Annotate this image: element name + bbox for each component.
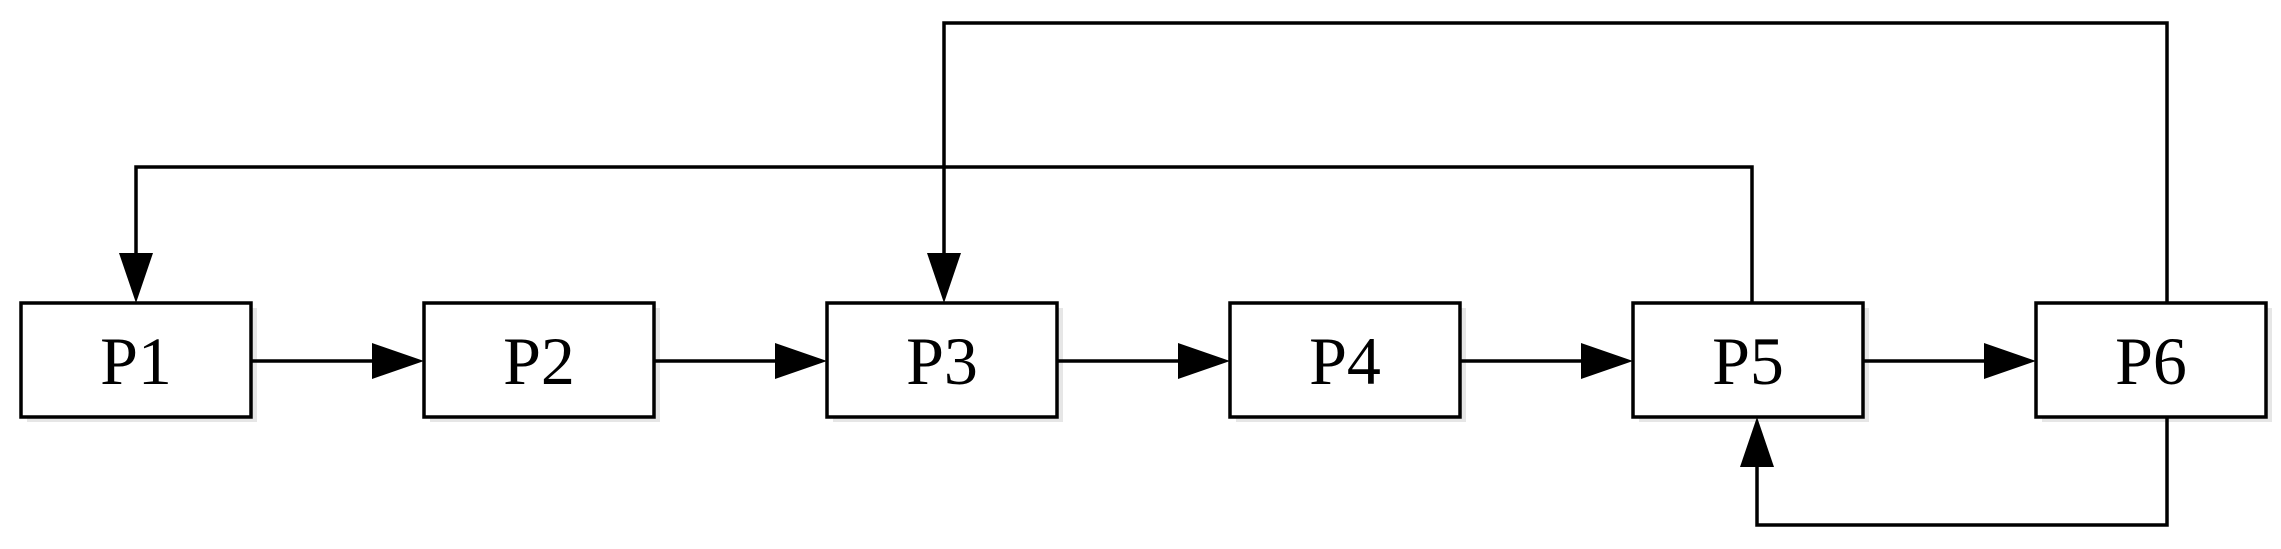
- node-p3-label: P3: [906, 323, 978, 399]
- arrowhead-right-icon: [1984, 343, 2036, 379]
- node-p2-label: P2: [503, 323, 575, 399]
- arrowhead-up-icon: [1740, 417, 1774, 467]
- node-p5-label: P5: [1712, 323, 1784, 399]
- node-p3: P3: [825, 301, 1063, 422]
- node-p6: P6: [2034, 301, 2272, 422]
- node-p4: P4: [1228, 301, 1466, 422]
- edge-p4-p5: [1460, 343, 1633, 379]
- edge-p2-p3: [654, 343, 827, 379]
- edge-p3-p4: [1057, 343, 1230, 379]
- node-p6-box: [2034, 301, 2268, 419]
- edge-p6-p3: [927, 21, 2169, 303]
- node-p4-box: [1228, 301, 1462, 419]
- node-p6-label: P6: [2115, 323, 2187, 399]
- arrowhead-down-icon: [927, 253, 961, 303]
- edge-p5-p6: [1863, 343, 2036, 379]
- edge-p6-p5: [1740, 417, 2169, 527]
- node-p2: P2: [422, 301, 660, 422]
- arrowhead-right-icon: [372, 343, 424, 379]
- node-p5: P5: [1631, 301, 1869, 422]
- node-p5-box: [1631, 301, 1865, 419]
- edge-p5-p1: [119, 165, 1754, 303]
- node-p1: P1: [19, 301, 257, 422]
- arrowhead-right-icon: [1581, 343, 1633, 379]
- node-p1-label: P1: [100, 323, 172, 399]
- node-p1-box: [19, 301, 253, 419]
- arrowhead-right-icon: [775, 343, 827, 379]
- arrowhead-right-icon: [1178, 343, 1230, 379]
- node-p4-label: P4: [1309, 323, 1381, 399]
- node-p3-box: [825, 301, 1059, 419]
- edge-p1-p2: [251, 343, 424, 379]
- arrowhead-down-icon: [119, 253, 153, 303]
